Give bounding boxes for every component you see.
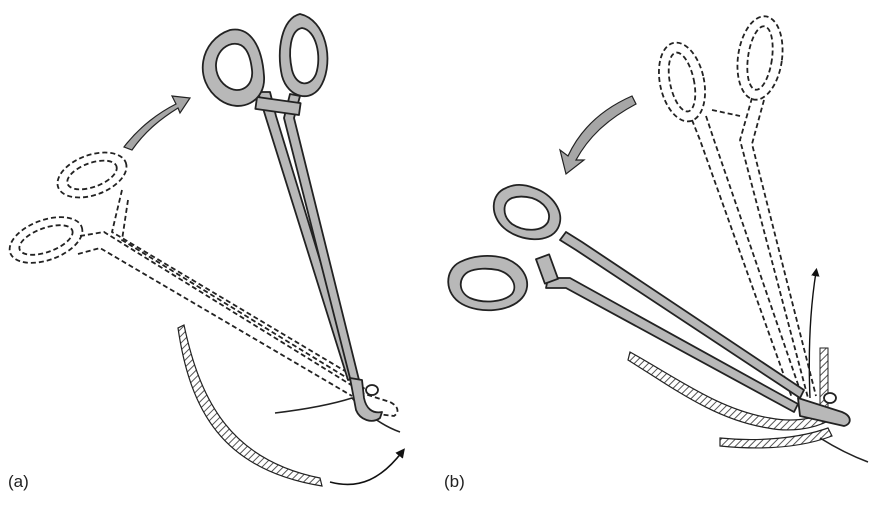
panel-label-a: (a): [8, 472, 29, 492]
panel-a: [3, 14, 402, 486]
curved-arrow-icon: [124, 96, 190, 150]
hemostat-forceps-icon: [203, 14, 382, 421]
tissue-flap-b-lower: [720, 428, 832, 448]
curved-arrow-icon: [330, 452, 402, 484]
hemostat-forceps-icon: [448, 185, 850, 426]
dashed-hemostat-icon: [3, 144, 397, 416]
suture-line-b: [820, 438, 868, 462]
panel-b: [448, 13, 868, 462]
panel-label-b: (b): [444, 472, 465, 492]
curved-arrow-icon: [560, 96, 636, 174]
